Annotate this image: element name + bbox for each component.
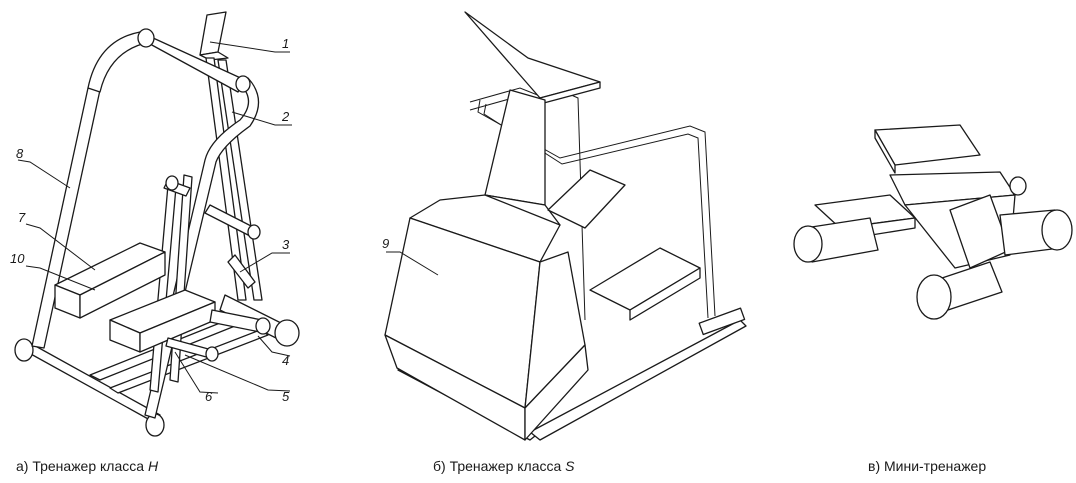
stepper-class-h-drawing: 1 2 3 4 5 6 7 8 10: [10, 11, 300, 437]
caption-class-letter: S: [565, 458, 575, 474]
callout-5: 5: [282, 389, 290, 404]
callout-6: 6: [205, 389, 213, 404]
caption-class-letter: H: [147, 458, 159, 474]
caption-mini: в) Мини-тренажер: [868, 458, 986, 474]
callout-9: 9: [382, 236, 389, 251]
callout-2: 2: [281, 109, 290, 124]
callout-3: 3: [282, 237, 290, 252]
mini-stepper-drawing: [793, 124, 1073, 320]
callout-7: 7: [18, 210, 26, 225]
caption-class-h: а) Тренажер класса H: [16, 458, 158, 474]
callout-8: 8: [16, 146, 24, 161]
callout-1: 1: [282, 36, 289, 51]
caption-class-s: б) Тренажер класса S: [433, 458, 575, 474]
callout-10: 10: [10, 251, 25, 266]
caption-text: а) Тренажер класса: [16, 458, 148, 474]
stepper-class-s-drawing: 9: [382, 11, 747, 441]
caption-text: в) Мини-тренажер: [868, 458, 987, 474]
callout-4: 4: [282, 353, 289, 368]
caption-text: б) Тренажер класса: [433, 458, 566, 474]
